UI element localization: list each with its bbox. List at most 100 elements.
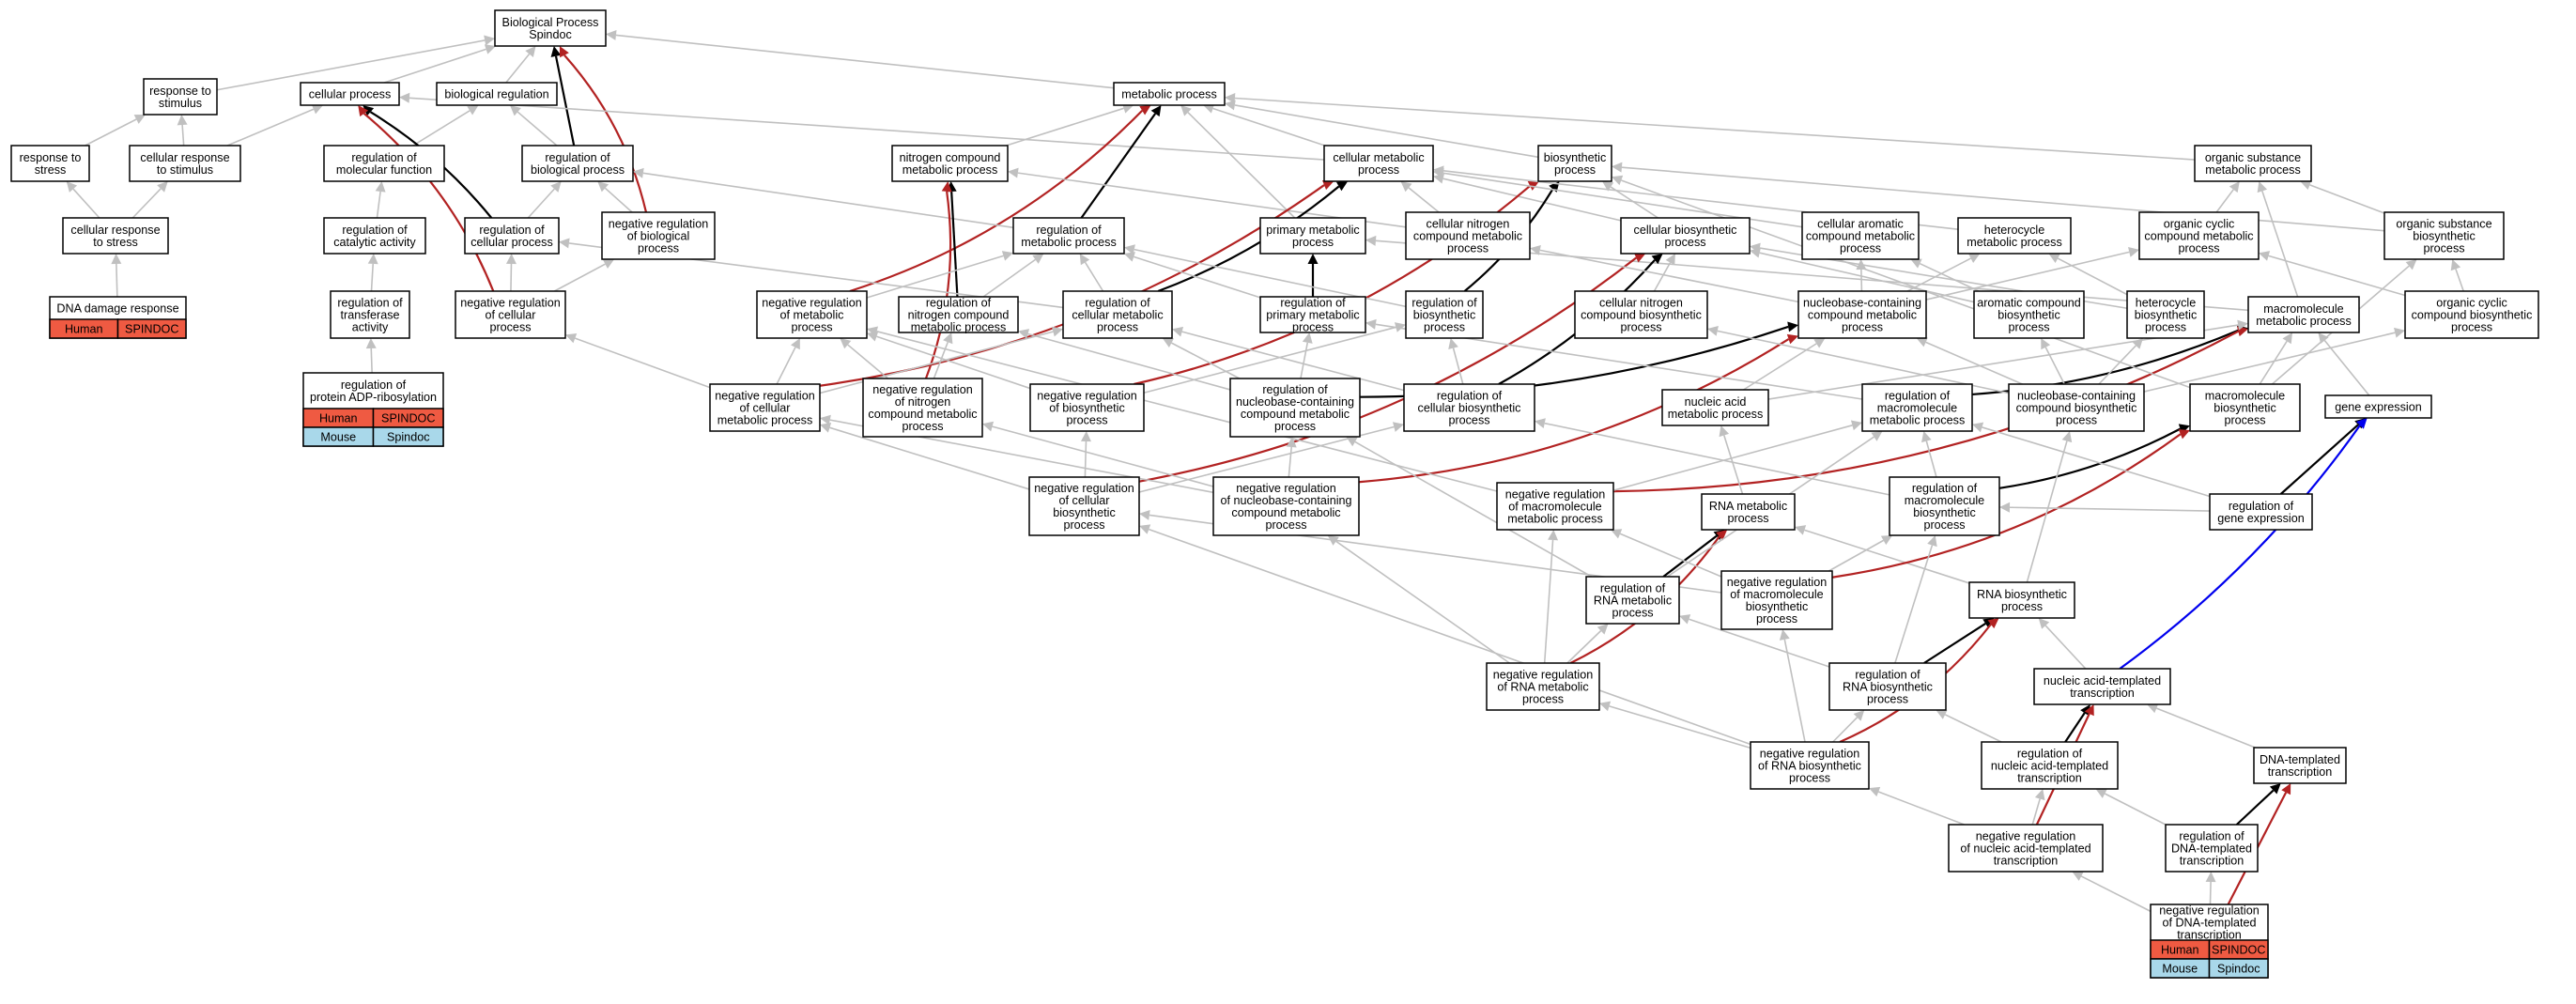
node-met-proc[interactable]: metabolic process bbox=[1113, 82, 1226, 106]
node-reg-nucleo-met[interactable]: regulation ofnucleobase-containingcompou… bbox=[1229, 378, 1361, 438]
edge-reg_bio_proc-to-root bbox=[550, 46, 576, 147]
arrowhead bbox=[1871, 431, 1883, 441]
arrowhead bbox=[1987, 618, 1999, 629]
node-label-line: process bbox=[1063, 518, 1104, 532]
node-box bbox=[436, 82, 558, 106]
node-box bbox=[1720, 570, 1833, 630]
node-label-line: gene expression bbox=[2335, 401, 2421, 414]
node-label-line: process bbox=[638, 242, 679, 255]
edge-neg_reg_rna_biosyn-to-neg_reg_cell_biosyn bbox=[1139, 524, 1751, 746]
arrowhead bbox=[2394, 327, 2405, 338]
node-box bbox=[1537, 145, 1612, 182]
node-label-line: process bbox=[1756, 612, 1797, 626]
node-label-line: compound metabolic bbox=[2144, 230, 2253, 243]
node-label-line: nucleobase-containing bbox=[2017, 390, 2136, 403]
node-label-line: process bbox=[1424, 321, 1465, 334]
arrowhead bbox=[1286, 437, 1297, 448]
node-label-line: process bbox=[2008, 321, 2049, 334]
node-box bbox=[1828, 662, 1947, 711]
node-cell-proc[interactable]: cellular process bbox=[300, 82, 400, 106]
arrowhead bbox=[1139, 524, 1151, 534]
node-label-line: Spindoc bbox=[529, 28, 572, 41]
node-bio-reg[interactable]: biological regulation bbox=[436, 82, 558, 106]
node-gene-expr[interactable]: gene expression bbox=[2324, 394, 2432, 419]
arrowhead bbox=[1180, 105, 1192, 116]
arrowhead bbox=[1001, 251, 1013, 261]
node-reg-macro-biosyn[interactable]: regulation ofmacromoleculebiosyntheticpr… bbox=[1889, 476, 2000, 536]
edge-reg_adp-to-reg_transf bbox=[365, 338, 377, 374]
node-label-line: process bbox=[1554, 163, 1596, 177]
arrowhead bbox=[1123, 252, 1135, 262]
arrowhead bbox=[606, 29, 617, 40]
arrowhead bbox=[1008, 167, 1019, 178]
node-label-line: process bbox=[1867, 693, 1908, 706]
edge-neg_reg_bio-to-reg_bio_proc bbox=[597, 181, 633, 213]
node-box bbox=[494, 9, 607, 47]
edge-cell_resp_stress-to-resp_stress bbox=[66, 181, 100, 219]
node-label-line: negative regulation bbox=[1505, 488, 1605, 502]
